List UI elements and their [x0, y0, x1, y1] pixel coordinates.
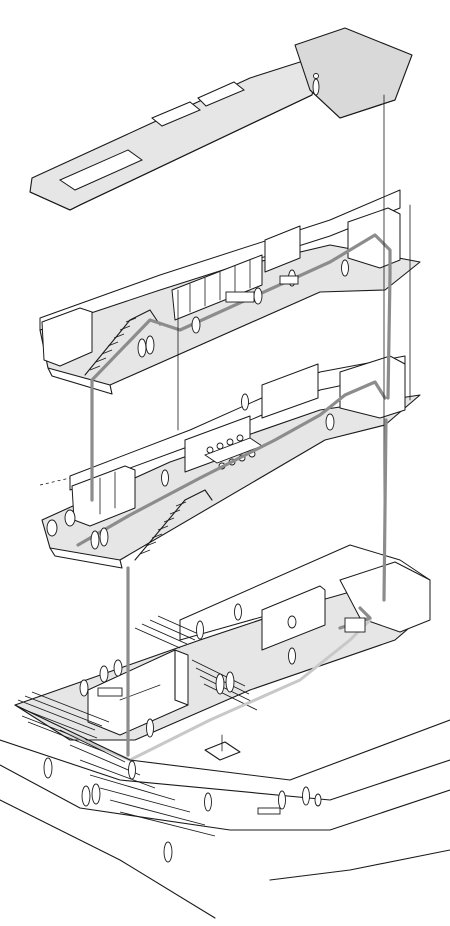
upper-room-left [41, 307, 93, 367]
street-planter [204, 741, 241, 761]
middle-stair [134, 489, 213, 561]
middle-room-right [261, 363, 319, 419]
upper-figures [137, 259, 349, 358]
route-riser-right [386, 273, 392, 400]
upper-floor-edge [47, 367, 113, 395]
ground-floor-level [14, 544, 431, 762]
upper-room-glass [171, 254, 263, 321]
upper-circulation-route [90, 233, 392, 382]
middle-floor-edge [49, 547, 123, 569]
ground-hatched-terrace-left [17, 691, 110, 753]
middle-dashed-outline [39, 477, 71, 486]
street-far-edge [269, 849, 450, 881]
ground-figures [79, 603, 366, 738]
street-level [0, 704, 450, 919]
upper-room-right [264, 225, 301, 273]
street-edge-curb [0, 739, 450, 801]
roof-figure [312, 73, 320, 96]
skylight-large [58, 149, 144, 191]
upper-back-wall [39, 189, 401, 331]
middle-stair-tower [339, 355, 406, 419]
upper-stair [84, 309, 161, 376]
street-edge-upper [14, 704, 450, 781]
street-front-edge [0, 799, 216, 919]
middle-figures [46, 393, 335, 550]
middle-circulation-route [76, 380, 387, 547]
ground-circulation-route [68, 618, 372, 762]
vertical-circulation-routes [90, 273, 392, 757]
vertical-alignment-lines [177, 94, 411, 601]
upper-floor-level [39, 189, 421, 395]
roof-stair-block [294, 27, 413, 119]
street-edge-lower [0, 764, 450, 831]
street-stair-hatch [59, 729, 216, 837]
roof-level [29, 27, 413, 211]
skylight-small-2 [197, 81, 245, 107]
upper-stair-tower [347, 207, 401, 269]
skylight-small-1 [151, 101, 201, 127]
street-figures [43, 757, 322, 863]
ground-hatched-terrace-mid [134, 615, 258, 711]
roof-slab-edge [29, 94, 313, 211]
roof-block-edge [309, 89, 396, 119]
middle-floor-level [39, 355, 421, 569]
route-riser-right-lower [382, 418, 388, 602]
